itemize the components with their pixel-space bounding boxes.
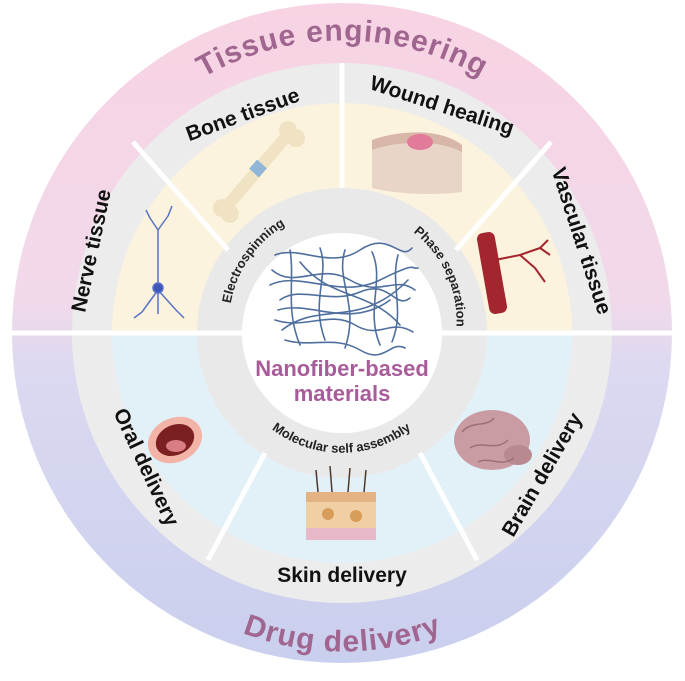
brain-icon xyxy=(454,410,532,470)
skin-section-icon xyxy=(306,465,376,540)
mouth-icon xyxy=(147,416,203,464)
wound-skin-icon xyxy=(372,132,462,194)
nanofiber-mesh-icon xyxy=(269,242,419,356)
sector-dividers xyxy=(131,63,553,562)
neuron-icon xyxy=(133,205,185,319)
blood-vessel-icon xyxy=(476,232,551,314)
bone-icon xyxy=(213,121,305,223)
center-title-line2: materials xyxy=(294,381,391,406)
skin-delivery-label: Skin delivery xyxy=(277,564,407,587)
center-title-line1: Nanofiber-based xyxy=(255,356,429,381)
